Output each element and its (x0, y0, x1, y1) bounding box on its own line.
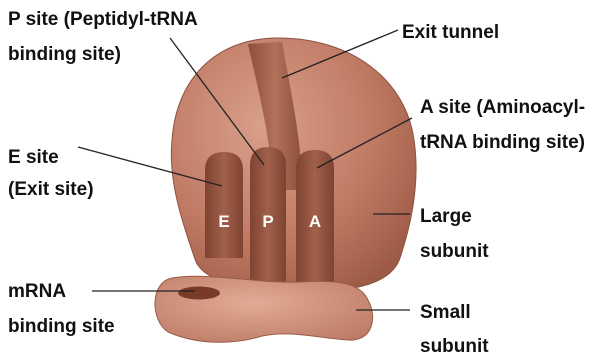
label-mrna-site-line1: mRNA (8, 281, 66, 302)
label-e-site-line2: (Exit site) (8, 179, 94, 200)
label-e-site-line1: E site (8, 147, 59, 168)
p-site-letter: P (262, 212, 273, 231)
a-site-letter: A (309, 212, 321, 231)
label-large-subunit-line1: Large (420, 206, 472, 227)
label-p-site-line1: P site (Peptidyl-tRNA (8, 9, 198, 30)
label-small-subunit-line1: Small (420, 302, 471, 323)
label-a-site-line2: tRNA binding site) (420, 132, 585, 153)
label-mrna-site-line2: binding site (8, 316, 115, 337)
label-large-subunit-line2: subunit (420, 241, 489, 262)
label-a-site-line1: A site (Aminoacyl- (420, 97, 585, 118)
label-p-site-line2: binding site) (8, 44, 121, 65)
label-exit-tunnel: Exit tunnel (402, 22, 499, 43)
mrna-binding-groove (178, 287, 220, 300)
small-subunit-shape (155, 276, 373, 342)
e-site-letter: E (218, 212, 229, 231)
label-small-subunit-line2: subunit (420, 336, 489, 357)
e-site-pocket (205, 152, 243, 258)
